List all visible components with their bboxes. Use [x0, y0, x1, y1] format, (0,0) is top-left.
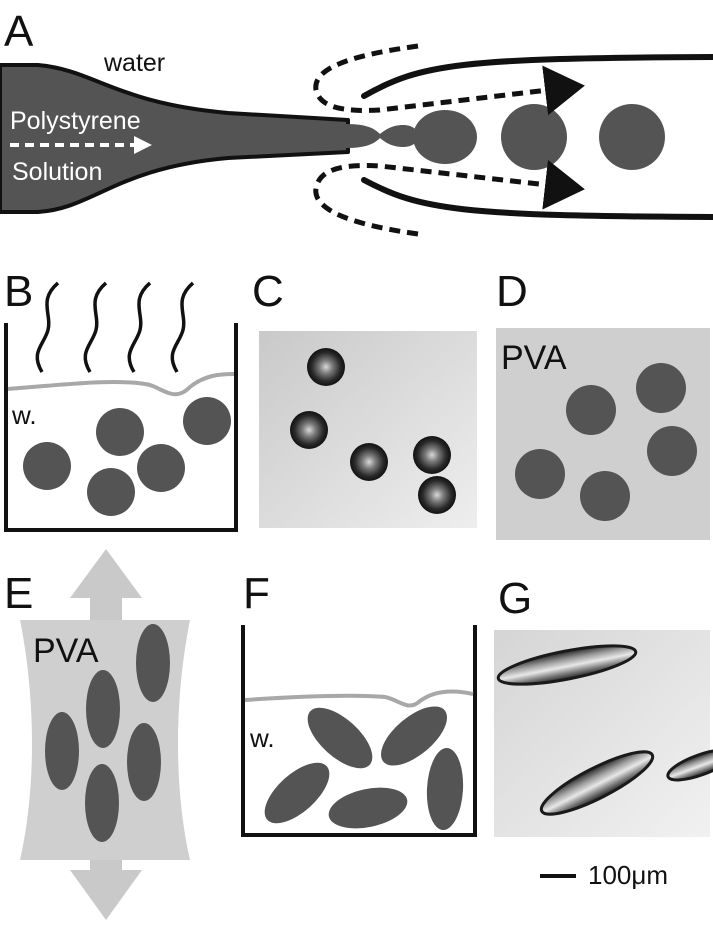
evaporation-line [172, 283, 193, 372]
droplet [636, 363, 686, 413]
droplet [96, 408, 144, 456]
droplet [137, 444, 185, 492]
panel-g: G [494, 574, 713, 837]
bead [418, 476, 456, 514]
panel-g-letter: G [498, 574, 532, 623]
water-surface-f [245, 692, 473, 706]
stretched-droplet [45, 712, 79, 790]
water-label: water [103, 49, 165, 77]
injection-capillary [0, 65, 348, 212]
pinch-neck [346, 124, 418, 148]
droplet [580, 471, 630, 521]
flow-arrow-bottom [316, 166, 565, 234]
polystyrene-label: Polystyrene [10, 107, 141, 135]
ellipsoid-particle [425, 747, 465, 831]
panel-c-letter: C [252, 267, 284, 316]
stretched-droplet [127, 723, 161, 801]
panel-d: D PVA [496, 267, 710, 540]
droplet [87, 468, 135, 516]
panel-b: B w. [4, 267, 236, 530]
panel-f: F w. [243, 569, 475, 835]
evaporation-line [85, 283, 106, 372]
droplet [515, 449, 565, 499]
water-label-f: w. [249, 723, 275, 753]
panel-e: E PVA [4, 549, 190, 920]
droplet [647, 426, 697, 476]
bead [290, 411, 328, 449]
stretched-droplet [136, 624, 170, 702]
stretched-droplet [85, 764, 119, 842]
panel-d-letter: D [496, 267, 528, 316]
droplet [566, 385, 616, 435]
panel-f-letter: F [243, 569, 270, 618]
evaporation-line [37, 283, 58, 372]
panel-b-letter: B [4, 267, 33, 316]
solution-label: Solution [12, 158, 102, 186]
droplet [183, 397, 231, 445]
flow-arrow-top [316, 46, 565, 110]
evaporation-line [129, 283, 150, 372]
droplet [23, 442, 71, 490]
panel-e-letter: E [4, 569, 33, 618]
scale-bar: 100μm [540, 860, 668, 890]
scale-bar-label: 100μm [588, 860, 668, 890]
panel-a: A water Polystyrene Solution [0, 7, 713, 234]
water-label-b: w. [11, 400, 37, 430]
pva-label-e: PVA [33, 632, 99, 670]
water-surface-b [8, 374, 234, 394]
ellipsoid-particle [255, 752, 340, 834]
panel-c: C [252, 267, 477, 528]
bead [413, 436, 451, 474]
bead [350, 443, 388, 481]
droplet [599, 104, 665, 170]
forming-droplet [413, 110, 477, 164]
panel-a-letter: A [4, 7, 34, 56]
ellipsoid-particle [325, 781, 411, 835]
pva-label-d: PVA [501, 339, 567, 377]
droplet [501, 104, 567, 170]
bead [307, 348, 345, 386]
stretched-droplet [86, 670, 120, 748]
